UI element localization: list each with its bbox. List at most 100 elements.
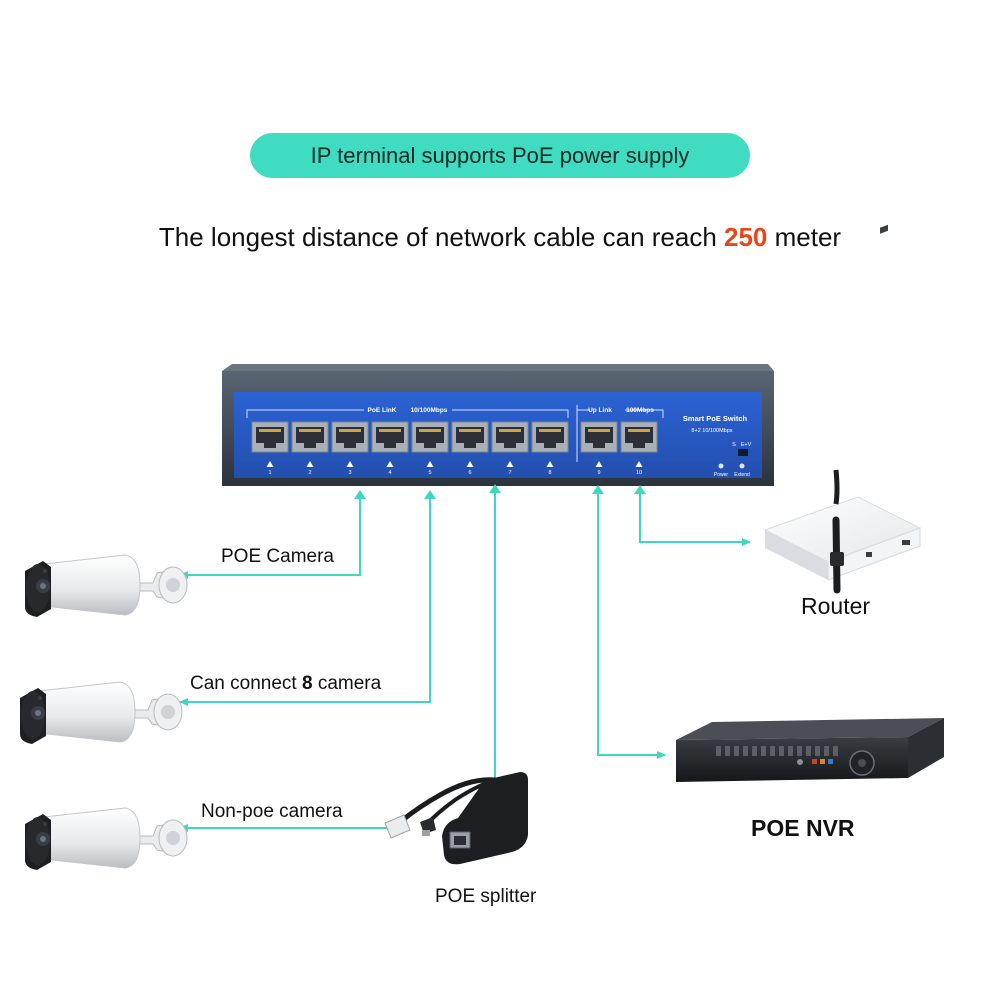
nvr-vents [716,746,838,756]
extend-led [739,463,745,469]
rj45-port [331,421,369,453]
connector-lines [179,490,751,832]
dip-s-label: S [732,442,736,448]
router-front [827,527,921,581]
poe-group-bracket [246,409,569,418]
nvr-vent [833,746,838,756]
line-connect-camera [179,497,431,706]
port-number: 3 [348,470,351,476]
line-nvr [597,492,666,759]
connect-camera-label: Can connect 8 camera [190,673,381,695]
nvr-side [908,718,944,778]
uplink-speed-label: 100Mbps [626,407,654,414]
dc-plug [420,817,436,834]
port-indicator [595,461,603,467]
nvr-vent [797,746,802,756]
arrowhead-up [592,485,604,494]
rj45-port [531,421,569,453]
router-port [880,224,888,234]
port-indicator [546,461,554,467]
port-number: 9 [597,470,600,476]
dc-plug-tip [422,830,430,836]
port-number: 5 [428,470,431,476]
connect-num: 8 [301,673,313,694]
port-indicator [346,461,354,467]
poe-nvr-label: POE NVR [751,815,855,841]
nvr-vent [788,746,793,756]
splitter-port-inner [454,836,466,845]
switch-top-edge [222,364,774,371]
subtitle: The longest distance of network cable ca… [0,222,1000,253]
arrowhead-up [634,485,646,494]
port-number: 8 [548,470,551,476]
nvr-top [676,718,944,740]
nvr-led [820,759,825,764]
router-antenna-base [830,552,844,566]
nvr-vent [752,746,757,756]
subtitle-highlight: 250 [724,222,768,252]
arrowhead-up [354,490,366,499]
nvr-dpad-center [858,759,866,767]
subtitle-pre: The longest distance of network cable ca… [158,222,725,252]
speed-label: 10/100Mbps [411,407,448,414]
port-indicator [306,461,314,467]
dip-ev-label: E+V [741,442,752,448]
router [763,224,922,594]
poe-switch: PoE LinK 10/100Mbps Up Link 100Mbps Smar… [222,364,774,486]
nvr-vent [734,746,739,756]
nvr-recorder [676,718,944,782]
arrowhead-up [489,484,501,493]
nonpoe-camera-label: Non-poe camera [201,801,343,822]
connect-post: camera [312,673,382,694]
rj45-port [491,421,529,453]
rj45-port [251,421,289,453]
port-indicator [266,461,274,467]
nvr-button [797,759,803,765]
badge-text: IP terminal supports PoE power supply [310,142,690,168]
connect-pre: Can connect [190,673,302,694]
nvr-vent [770,746,775,756]
port-indicator [506,461,514,467]
port-number: 6 [468,470,471,476]
router-port [902,540,910,545]
port-number: 2 [308,470,311,476]
splitter-cable [398,777,496,824]
line-router [639,492,751,546]
router-port [866,552,872,557]
nvr-vent [716,746,721,756]
rj45-port [371,421,409,453]
arrowhead-up [424,490,436,499]
bullet-camera [25,807,188,870]
bullet-camera [25,554,188,617]
port-number: 4 [388,470,391,476]
power-label: Power [714,472,729,478]
port-number: 7 [508,470,511,476]
extend-label: Extend [734,472,750,478]
rj45-port [291,421,329,453]
nvr-vent [824,746,829,756]
nvr-vent [725,746,730,756]
nvr-vent [743,746,748,756]
rj45-port [580,421,618,453]
port-indicator [426,461,434,467]
nvr-vent [761,746,766,756]
poe-camera-label: POE Camera [221,546,334,567]
router-side [765,530,828,580]
line-poe-camera [179,497,361,579]
port-indicator [386,461,394,467]
nvr-led [812,759,817,764]
port-number: 10 [636,470,642,476]
subtitle-post: meter [767,222,842,252]
product-spec: 8+2 10/100Mbps [691,428,732,434]
power-led [718,463,724,469]
poe-link-label: PoE LinK [368,407,397,414]
port-indicator [635,461,643,467]
header-badge: IP terminal supports PoE power supply [250,133,750,178]
product-name: Smart PoE Switch [683,414,748,423]
nvr-led [828,759,833,764]
poe-splitter-label: POE splitter [435,886,537,907]
rj45-port [411,421,449,453]
router-antenna [833,469,840,505]
router-label: Router [801,593,871,619]
